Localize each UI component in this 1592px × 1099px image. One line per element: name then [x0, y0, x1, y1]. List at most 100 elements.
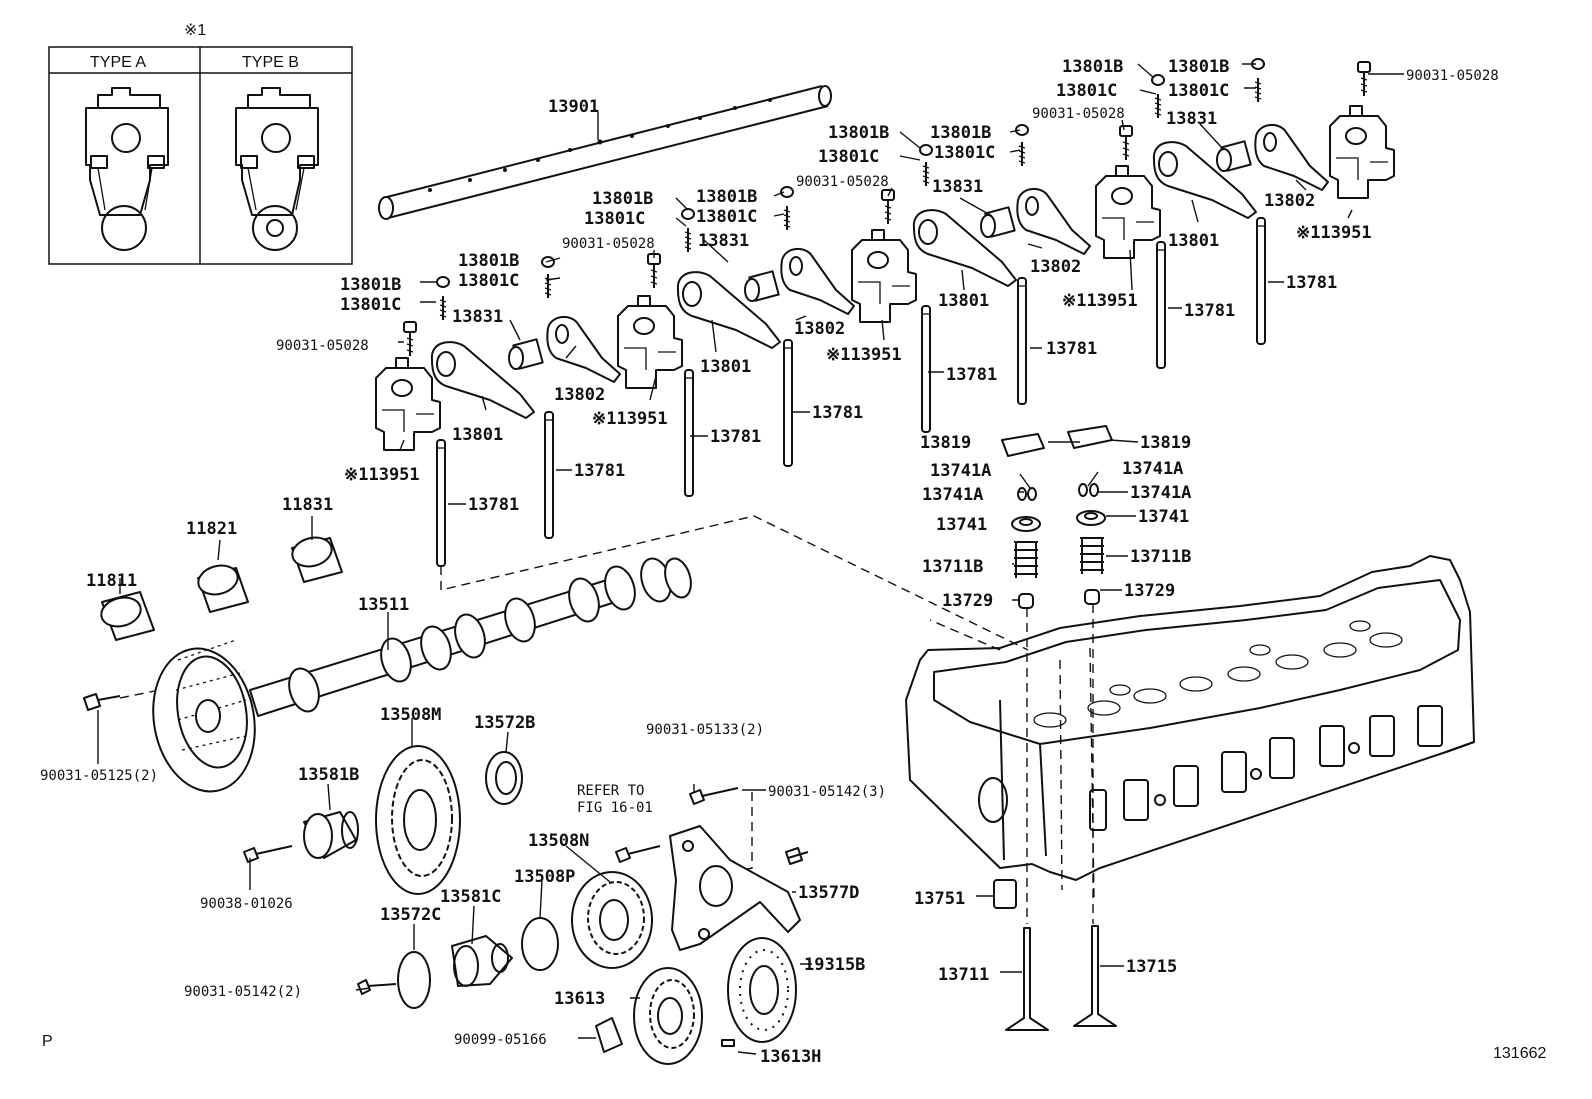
part-label-g-13508P: 13508P: [514, 867, 575, 887]
part-label-r12-90031-05028: 90031-05028: [1406, 68, 1499, 84]
corner-mark: P: [42, 1033, 53, 1050]
part-label-r2-13802: 13802: [554, 385, 605, 405]
refer-note-line1: REFER TO: [577, 783, 644, 799]
part-label-r1-13781: 13781: [468, 495, 519, 515]
part-label-g-13577D: 13577D: [798, 883, 859, 903]
part-label-v-13711Ba: 13711B: [922, 557, 983, 577]
rocker-group-3: [851, 124, 1091, 433]
rocker-group-1: [375, 256, 621, 567]
part-label-v-13729b: 13729: [1124, 581, 1175, 601]
type-a-label: TYPE A: [90, 54, 146, 71]
part-label-r3-13801C: 13801C: [584, 209, 645, 229]
bracket-13577D: [615, 787, 809, 951]
part-label-v-13819b: 13819: [1140, 433, 1191, 453]
part-label-r8-13781: 13781: [1046, 339, 1097, 359]
inset-note-mark: ※1: [184, 22, 206, 39]
type-b-label: TYPE B: [242, 54, 299, 71]
camshaft-bearings: [100, 536, 343, 641]
camshaft-13511: [83, 557, 692, 793]
gear-13613: [595, 967, 735, 1065]
part-label-g-90038-01026: 90038-01026: [200, 896, 293, 912]
part-label-r2-13801B: 13801B: [458, 251, 519, 271]
part-label-v-13741Aa: 13741A: [930, 461, 991, 481]
type-b-bracket: [235, 87, 319, 251]
part-label-g-13572B: 13572B: [474, 713, 535, 733]
part-label-r11-13801C: 13801C: [1168, 81, 1229, 101]
part-label-r1-13951: ※113951: [344, 465, 420, 485]
part-label-c-13511: 13511: [358, 595, 409, 615]
part-label-g-13581C: 13581C: [440, 887, 501, 907]
rocker-shaft-13901: [378, 85, 832, 220]
part-label-r7-13781: 13781: [946, 365, 997, 385]
type-a-bracket: [85, 87, 169, 251]
part-label-r1-13801B: 13801B: [340, 275, 401, 295]
leader-lines: [97, 63, 1404, 1055]
part-label-r10-13781: 13781: [1184, 301, 1235, 321]
part-label-r4-13801B: 13801B: [696, 187, 757, 207]
part-label-r10-13831: 13831: [1166, 109, 1217, 129]
part-label-r3-90031-05028: 90031-05028: [562, 236, 655, 252]
part-label-c-11811: 11811: [86, 571, 137, 591]
part-label-v-13711Bb: 13711B: [1130, 547, 1191, 567]
rocker-group-4: [1095, 58, 1395, 369]
part-label-r11-13801B: 13801B: [1168, 57, 1229, 77]
part-label-r7-13801B: 13801B: [930, 123, 991, 143]
part-label-r11-13781: 13781: [1286, 273, 1337, 293]
diagram-number: 131662: [1493, 1045, 1546, 1062]
part-label-r4-13801: 13801: [700, 357, 751, 377]
part-label-r4-13801C: 13801C: [696, 207, 757, 227]
gear-13508M: [375, 745, 461, 895]
part-label-r9-13801C: 13801C: [1056, 81, 1117, 101]
hub-13581C: [451, 935, 513, 987]
part-label-r9-13801B: 13801B: [1062, 57, 1123, 77]
part-label-r7-13801C: 13801C: [934, 143, 995, 163]
part-label-v-13711: 13711: [938, 965, 989, 985]
part-label-v-13751: 13751: [914, 889, 965, 909]
part-label-g-90099-05166: 90099-05166: [454, 1032, 547, 1048]
part-label-c-11821: 11821: [186, 519, 237, 539]
cylinder-head: [905, 555, 1475, 901]
oring-13508P: [521, 917, 559, 971]
gear-19315B: [727, 937, 797, 1043]
part-label-r5-13781: 13781: [812, 403, 863, 423]
part-label-g-13613H: 13613H: [760, 1047, 821, 1067]
part-label-r12-13951: ※113951: [1296, 223, 1372, 243]
part-label-r3-13951: ※113951: [592, 409, 668, 429]
gear-13508N: [571, 871, 653, 969]
part-label-g-90031-05142-3: 90031-05142(3): [768, 784, 886, 800]
part-label-r9-90031-05028: 90031-05028: [1032, 106, 1125, 122]
part-label-r9-13951: ※113951: [1062, 291, 1138, 311]
part-label-r2-13781: 13781: [574, 461, 625, 481]
part-label-c-11831: 11831: [282, 495, 333, 515]
type-inset-box: ※1 TYPE A TYPE B: [48, 22, 353, 265]
part-label-r6-13801C: 13801C: [818, 147, 879, 167]
part-label-r7-13801: 13801: [938, 291, 989, 311]
valve-train: [993, 425, 1117, 1031]
part-label-r4-13781: 13781: [710, 427, 761, 447]
part-label-r7-13831: 13831: [932, 177, 983, 197]
part-label-r8-13802: 13802: [1030, 257, 1081, 277]
part-label-r2-13801C: 13801C: [458, 271, 519, 291]
part-label-g-90031-05142-2: 90031-05142(2): [184, 984, 302, 1000]
part-label-g-19315B: 19315B: [804, 955, 865, 975]
part-label-r6-13801B: 13801B: [828, 123, 889, 143]
part-label-v-13729a: 13729: [942, 591, 993, 611]
part-label-r12-13802: 13802: [1264, 191, 1315, 211]
part-label-r6-13951: ※113951: [826, 345, 902, 365]
refer-note-line2: FIG 16-01: [577, 800, 653, 816]
part-label-g-13581B: 13581B: [298, 765, 359, 785]
plate-13572C: [357, 951, 431, 1009]
seal-13572B: [485, 751, 523, 805]
part-label-13901: 13901: [548, 97, 599, 117]
part-label-r3-13801B: 13801B: [592, 189, 653, 209]
part-label-c-90031-05125: 90031-05125(2): [40, 768, 158, 784]
part-label-r6-90031-05028: 90031-05028: [796, 174, 889, 190]
part-label-v-13819a: 13819: [920, 433, 971, 453]
part-label-v-13741Ac: 13741A: [1122, 459, 1183, 479]
part-label-v-13715: 13715: [1126, 957, 1177, 977]
part-label-v-13741a: 13741: [936, 515, 987, 535]
part-label-r1-90031-05028: 90031-05028: [276, 338, 369, 354]
part-label-r5-13802: 13802: [794, 319, 845, 339]
part-label-r1-13801C: 13801C: [340, 295, 401, 315]
